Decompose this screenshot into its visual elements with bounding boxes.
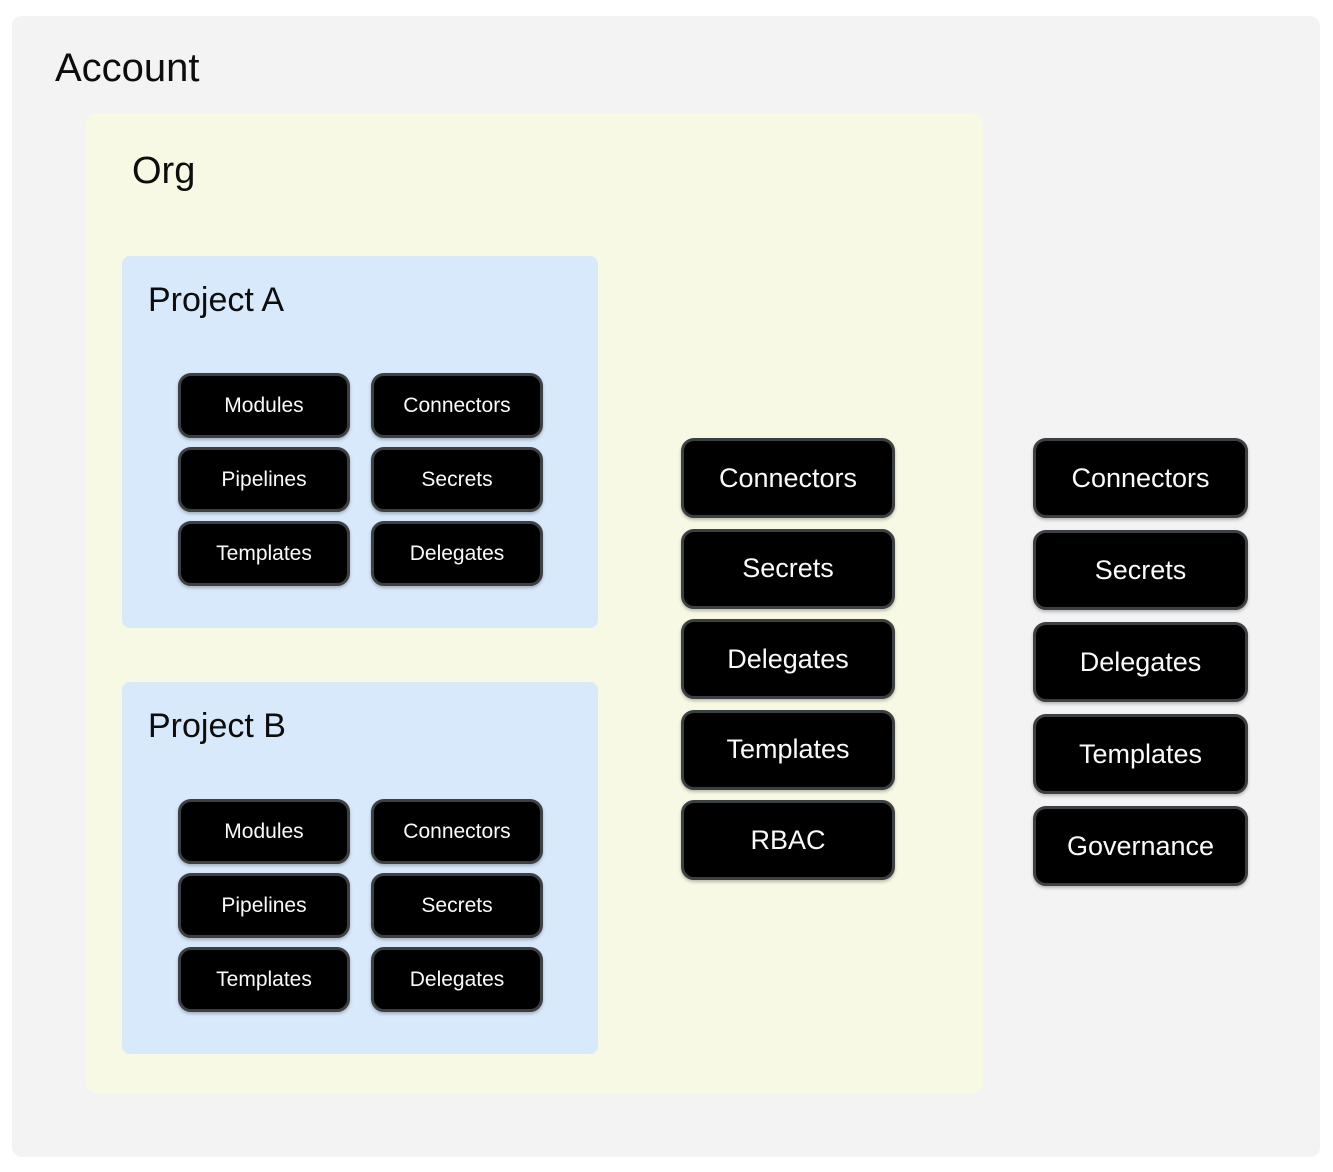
project-a-pipelines-button[interactable]: Pipelines: [178, 447, 350, 512]
project-a-modules-button[interactable]: Modules: [178, 373, 350, 438]
project-b-secrets-button[interactable]: Secrets: [371, 873, 543, 938]
project-a-connectors-button[interactable]: Connectors: [371, 373, 543, 438]
account-governance-button[interactable]: Governance: [1033, 806, 1248, 886]
project-a-delegates-button[interactable]: Delegates: [371, 521, 543, 586]
org-templates-button[interactable]: Templates: [681, 709, 895, 790]
project-b-delegates-button[interactable]: Delegates: [371, 947, 543, 1012]
org-delegates-button[interactable]: Delegates: [681, 619, 895, 699]
project-a-templates-button[interactable]: Templates: [178, 521, 350, 586]
project-b-connectors-button[interactable]: Connectors: [371, 799, 543, 864]
account-delegates-button[interactable]: Delegates: [1033, 622, 1248, 702]
org-secrets-button[interactable]: Secrets: [681, 528, 895, 609]
account-templates-button[interactable]: Templates: [1033, 714, 1248, 794]
org-title: Org: [132, 150, 196, 192]
org-rbac-button[interactable]: RBAC: [681, 800, 895, 880]
org-button-column: Connectors Secrets Delegates Templates R…: [681, 438, 895, 880]
project-a-title: Project A: [148, 281, 285, 319]
org-container: Org Project A Modules Connectors Pipelin…: [86, 113, 983, 1093]
account-connectors-button[interactable]: Connectors: [1033, 438, 1248, 518]
project-b-title: Project B: [148, 707, 286, 745]
project-a-container: Project A Modules Connectors Pipelines S…: [122, 256, 598, 628]
project-b-templates-button[interactable]: Templates: [178, 947, 350, 1012]
account-title: Account: [55, 46, 200, 90]
project-b-modules-button[interactable]: Modules: [178, 799, 350, 864]
account-button-column: Connectors Secrets Delegates Templates G…: [1033, 438, 1248, 886]
project-a-button-grid: Modules Connectors Pipelines Secrets Tem…: [178, 373, 543, 586]
org-connectors-button[interactable]: Connectors: [681, 438, 895, 518]
project-b-container: Project B Modules Connectors Pipelines S…: [122, 682, 598, 1054]
project-b-pipelines-button[interactable]: Pipelines: [178, 873, 350, 938]
project-a-secrets-button[interactable]: Secrets: [371, 447, 543, 512]
account-container: Account Org Project A Modules Connectors…: [12, 16, 1320, 1157]
account-secrets-button[interactable]: Secrets: [1033, 530, 1248, 610]
project-b-button-grid: Modules Connectors Pipelines Secrets Tem…: [178, 799, 543, 1012]
